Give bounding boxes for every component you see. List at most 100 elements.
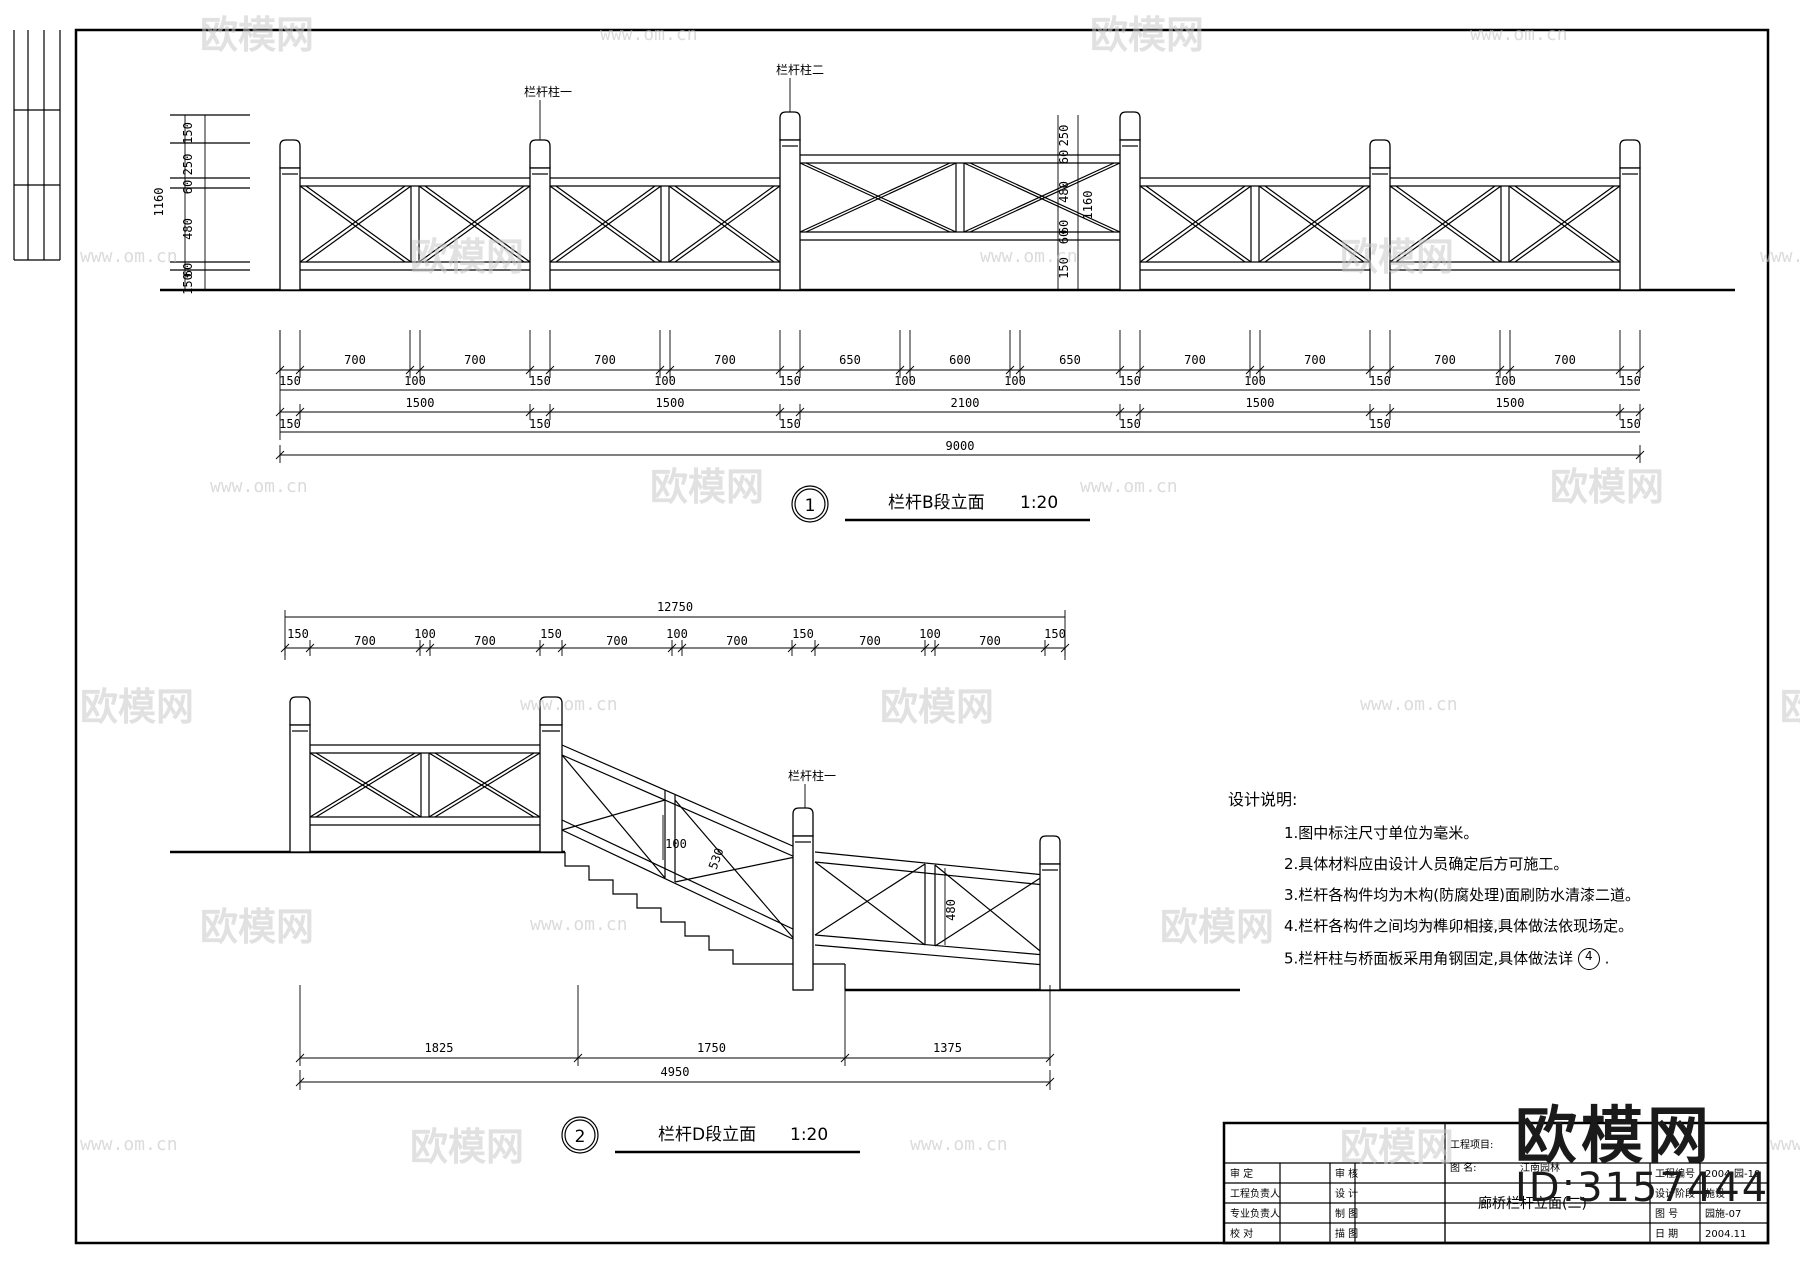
view-number-circle [561,1116,599,1154]
railing-panel [1389,177,1621,271]
dim-slash [1505,365,1515,375]
dim-slash [775,365,785,375]
cross-brace [969,162,1121,233]
watermark-site-text: www.om.cn [980,246,1078,267]
dim-row-1-value: 700 [344,353,366,367]
post-cap [1619,139,1641,169]
post-shaft [539,724,563,853]
dim-row-2-value: 100 [1004,374,1026,388]
dim-slash [1060,643,1070,653]
height-dim-value: 150 [181,122,195,144]
dim-top-row-value: 150 [792,627,814,641]
cross-brace [418,185,525,263]
dim-top-row-value: 700 [606,634,628,648]
post-shaft [529,167,551,291]
watermark-site-text: www.om.cn [1360,694,1458,715]
title-block-label: 校 对 [1230,1227,1253,1240]
watermark-logo-text: 欧模网 [1090,13,1204,57]
post-shaft [1039,863,1061,991]
height-dim-value: 60 [181,263,195,277]
post-cap [289,696,311,726]
watermark-site-text: www.om.cn [80,1134,178,1155]
cross-brace [424,185,531,263]
watermark-logo-text: 欧模网 [1160,905,1274,949]
cross-brace [805,162,957,233]
dim-row-2-value: 100 [654,374,676,388]
post-shaft [792,835,814,991]
watermark-logo-text: 欧模网 [410,235,524,279]
watermark-site-text: www.om.cn [530,914,628,935]
cross-brace [814,861,926,946]
dim-slash [295,1077,305,1087]
dim-row-3-value: 1500 [406,396,435,410]
dim-row-1-value: 700 [1304,353,1326,367]
view-number: 2 [575,1127,586,1147]
view-scale: 1:20 [790,1125,828,1145]
title-block-value: 2004-园-10 [1705,1168,1760,1180]
drawing-frame [74,28,1770,1245]
watermark-logo-text: 欧模网 [200,905,314,949]
dim-bottom-row-value: 1750 [697,1041,726,1055]
post-cap [792,807,814,837]
drawing-name-label: 图 名: [1450,1161,1477,1174]
cross-brace [305,185,412,263]
railing-post [1039,835,1061,991]
dim-slash [667,643,677,653]
dim-row-2-value: 150 [279,374,301,388]
cross-brace [561,754,666,879]
watermark-site-text: www.om.cn [1760,246,1800,267]
dim-slash [1635,450,1645,460]
post-label: 栏杆柱一 [524,84,572,99]
dim-row-2-value: 150 [1119,374,1141,388]
post-label: 栏杆柱二 [776,62,824,77]
sloped-railing-panel [561,744,796,941]
cross-brace [1389,185,1496,263]
height-dim-value: 60 [1057,230,1071,244]
dim-slash [573,1053,583,1063]
dim-slash [275,365,285,375]
dim-row-4-value: 150 [779,417,801,431]
dim-slash [1045,1077,1055,1087]
dim-slash [1045,1053,1055,1063]
note-item-3: 3.栏杆各构件均为木构(防腐处理)面刷防水清漆二道。 [1284,886,1641,904]
rail-top [814,851,1046,876]
cross-brace [561,799,666,831]
railing-post [1369,139,1391,291]
title-block-value: 园施-07 [1705,1207,1741,1220]
dim-row-1-value: 700 [464,353,486,367]
dim-slash [305,643,315,653]
title-block-label: 描 图 [1335,1227,1358,1240]
dim-row-1-value: 700 [1554,353,1576,367]
cross-brace [549,185,656,263]
dim-row-1-value: 600 [949,353,971,367]
view-title: 栏杆D段立面 [658,1125,756,1145]
title-block-label: 设计阶段 [1655,1187,1695,1200]
dim-top-row-value: 700 [726,634,748,648]
watermark-logo: 欧模网 [1515,1099,1714,1172]
detail-ref-symbol: 4 [1577,948,1600,970]
inner-dim-value: 100 [665,837,687,851]
watermark-site-text: www.om.cn [520,694,618,715]
cross-brace [799,162,951,233]
dim-slash [1615,407,1625,417]
title-block-value: 2004.11 [1705,1229,1746,1240]
inner-dim-value: 530 [706,846,727,871]
watermark-logo-text: 欧模网 [1340,1125,1454,1169]
railing-post [539,696,563,853]
dim-slash [1040,643,1050,653]
title-block-label: 工程负责人 [1230,1187,1280,1200]
cross-brace [1139,185,1246,263]
height-dim-value: 480 [1057,181,1071,203]
watermark-logo-text: 欧模网 [80,685,194,729]
dim-slash [280,643,290,653]
height-dim-value: 480 [181,218,195,240]
watermark-site-text: www.om.cn [1770,1134,1800,1155]
title-block-label: 制 图 [1335,1207,1358,1220]
title-block-label: 工程编号 [1655,1167,1695,1180]
dim-slash [1635,407,1645,417]
cross-brace [1264,185,1371,263]
dim-slash [1135,365,1145,375]
dim-slash [525,407,535,417]
